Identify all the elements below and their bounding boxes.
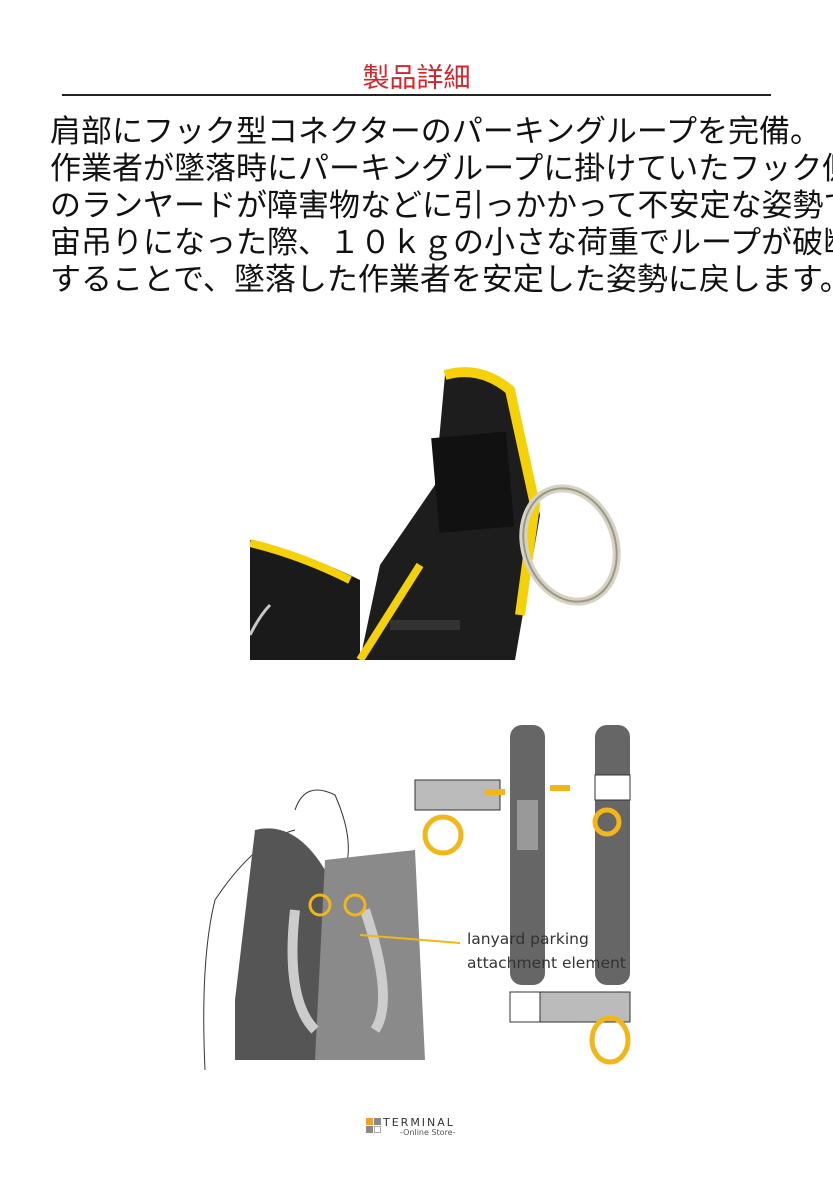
terminal-logo: TERMINAL -Online Store- — [366, 1116, 476, 1142]
logo-square — [374, 1126, 381, 1133]
parking-loop-diagram — [195, 700, 645, 1080]
diagram-label: attachment element — [467, 954, 626, 972]
logo-square — [366, 1126, 373, 1133]
logo-square — [374, 1118, 381, 1125]
logo-subtitle: -Online Store- — [400, 1128, 456, 1137]
harness-shoulder-photo — [250, 365, 660, 660]
logo-brand: TERMINAL — [383, 1116, 455, 1129]
description-line: 宙吊りになった際、１０ｋｇの小さな荷重でループが破断 — [50, 225, 833, 261]
description-line: のランヤードが障害物などに引っかかって不安定な姿勢で — [50, 188, 833, 224]
page-title: 製品詳細 — [362, 63, 471, 94]
description-line: することで、墜落した作業者を安定した姿勢に戻します。 — [50, 262, 833, 298]
diagram-label: lanyard parking — [467, 930, 589, 948]
title-divider — [62, 94, 771, 96]
description-line: 作業者が墜落時にパーキングループに掛けていたフック側 — [50, 151, 833, 187]
description-line: 肩部にフック型コネクターのパーキングループを完備。 — [50, 114, 821, 150]
product-description: 肩部にフック型コネクターのパーキングループを完備。 作業者が墜落時にパーキングル… — [50, 114, 833, 299]
logo-square — [366, 1118, 373, 1125]
